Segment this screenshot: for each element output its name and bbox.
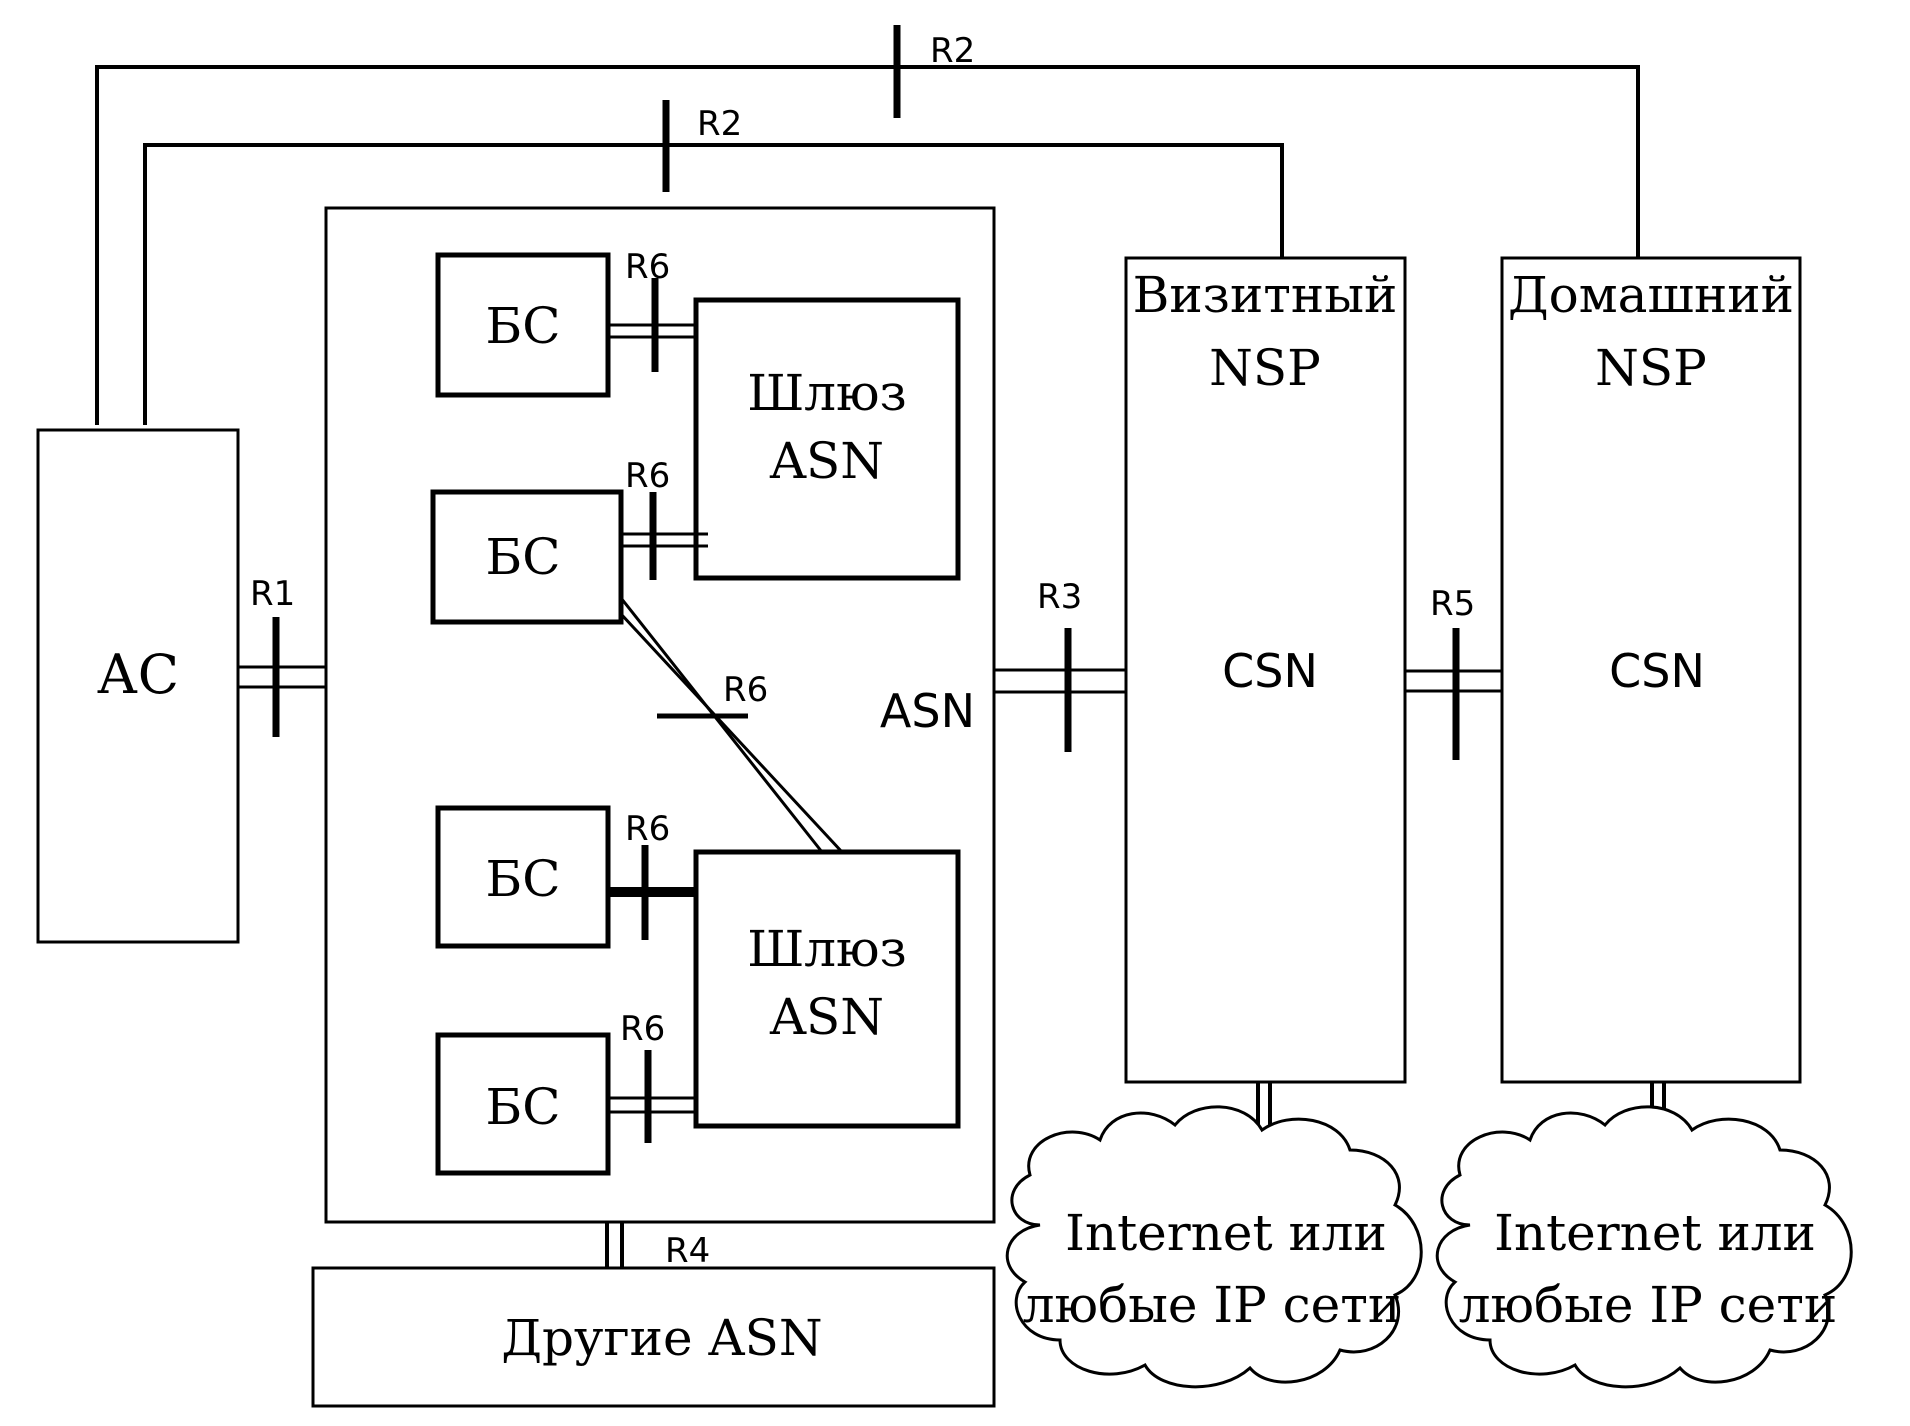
r6-diag-label: R6 bbox=[723, 670, 768, 710]
r5-label: R5 bbox=[1430, 584, 1475, 624]
cloud-left-shape bbox=[1005, 1105, 1423, 1389]
gateway-top-label-2: ASN bbox=[769, 432, 884, 490]
r2-inner-link bbox=[143, 143, 1284, 425]
r6-b-label: R6 bbox=[625, 456, 670, 496]
bs4-label: БС bbox=[486, 1078, 561, 1136]
gateway-bottom-box bbox=[693, 849, 961, 1129]
r2-inner-label: R2 bbox=[697, 104, 742, 144]
ac-label: АС bbox=[97, 643, 179, 706]
bs3-box bbox=[435, 805, 611, 949]
r6-diag-link-a bbox=[619, 597, 824, 853]
other-asn-box bbox=[311, 1266, 996, 1408]
cloud-left-label-1: Internet или bbox=[1065, 1204, 1387, 1262]
visited-nsp-label-1: Визитный bbox=[1133, 266, 1398, 324]
bs2-box bbox=[430, 489, 624, 625]
home-nsp-label-2: NSP bbox=[1595, 339, 1707, 397]
visited-nsp-box bbox=[1124, 256, 1407, 1084]
r2-outer-label: R2 bbox=[930, 31, 975, 71]
r6-c-label: R6 bbox=[625, 809, 670, 849]
bs2-label: БС bbox=[486, 528, 561, 586]
ac-box bbox=[36, 428, 240, 944]
r6-a-label: R6 bbox=[625, 247, 670, 287]
visited-csn-label: CSN bbox=[1222, 644, 1318, 698]
other-asn-label: Другие ASN bbox=[501, 1309, 822, 1367]
bs3-label: БС bbox=[486, 850, 561, 908]
r2-outer-link bbox=[95, 65, 1640, 425]
r4-label: R4 bbox=[665, 1231, 710, 1271]
r6-d-label: R6 bbox=[620, 1009, 665, 1049]
cloud-right-label-2: любые IP сети bbox=[1459, 1276, 1838, 1334]
gateway-bottom-label-2: ASN bbox=[769, 988, 884, 1046]
gateway-bottom-label-1: Шлюз bbox=[747, 920, 907, 978]
cloud-left-label-2: любые IP сети bbox=[1023, 1276, 1402, 1334]
bs1-label: БС bbox=[486, 297, 561, 355]
visited-nsp-label-2: NSP bbox=[1209, 339, 1321, 397]
bs4-box bbox=[435, 1032, 611, 1176]
home-nsp-box bbox=[1500, 256, 1802, 1084]
r1-label: R1 bbox=[250, 574, 295, 614]
asn-label: ASN bbox=[880, 684, 975, 738]
home-csn-label: CSN bbox=[1609, 644, 1705, 698]
gateway-top-box bbox=[693, 297, 961, 581]
cloud-right-label-1: Internet или bbox=[1494, 1204, 1816, 1262]
r3-label: R3 bbox=[1037, 577, 1082, 617]
home-nsp-label-1: Домашний bbox=[1508, 266, 1794, 324]
gateway-top-label-1: Шлюз bbox=[747, 364, 907, 422]
bs1-box bbox=[435, 252, 611, 398]
r6-diag-link-b bbox=[619, 612, 844, 854]
cloud-right-shape bbox=[1435, 1105, 1853, 1389]
